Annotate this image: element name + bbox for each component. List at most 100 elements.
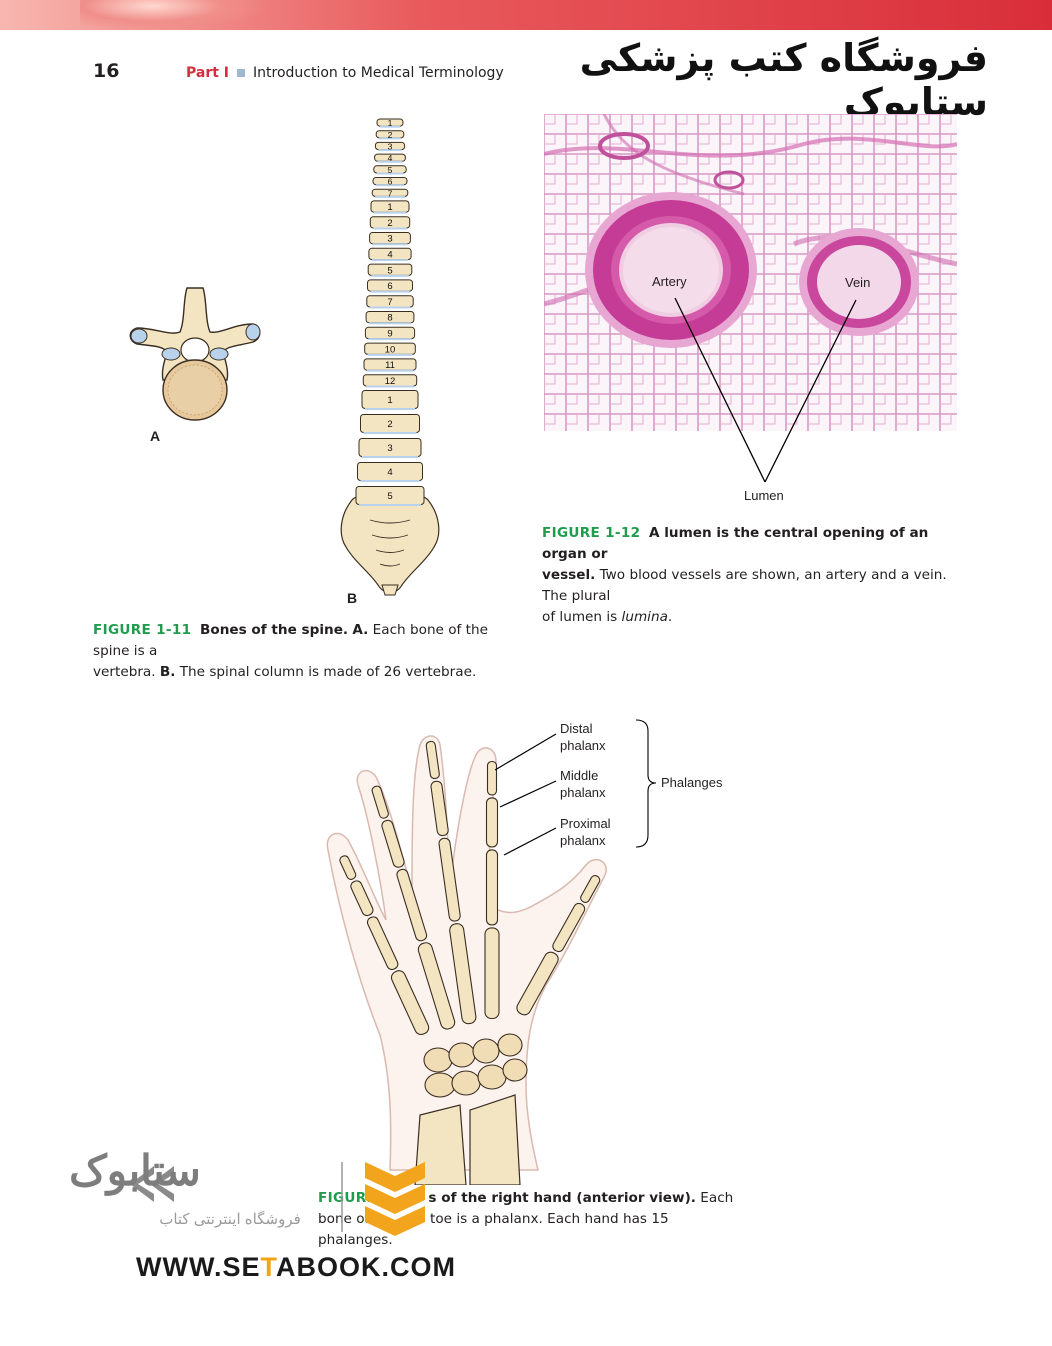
intervertebral-disc (363, 432, 417, 434)
proximal-phalanx-label: Proximal phalanx (560, 815, 611, 849)
vertebra-number: 1 (387, 202, 392, 213)
vertebra-number: 2 (387, 218, 392, 229)
label-line: Distal (560, 721, 593, 736)
intervertebral-disc (360, 480, 420, 482)
vertebra-number: 3 (387, 234, 392, 245)
figure-number: FIGURE (318, 1190, 377, 1206)
intervertebral-disc (373, 227, 407, 230)
vertebra-number: 5 (388, 165, 393, 175)
vertebra-number: 9 (387, 328, 392, 339)
phalanx-bone (366, 916, 399, 971)
lumen-leader-lines (674, 297, 857, 483)
part-label: Part I (186, 65, 230, 81)
intervertebral-disc (376, 184, 404, 187)
phalanx-bone (580, 875, 601, 903)
vertebra-number: 10 (385, 344, 396, 355)
label-b: B (347, 590, 358, 606)
vertebra-number: 4 (387, 249, 392, 260)
vertebra-number: 3 (388, 142, 393, 152)
vertebra-illustration (129, 287, 261, 421)
phalanx-bone (339, 855, 357, 880)
intervertebral-disc (374, 211, 406, 214)
vertebra-number: 6 (387, 281, 392, 292)
logo-brand: ستابوک (69, 1147, 201, 1194)
vertebra-number: 5 (387, 491, 392, 502)
phalanx-leader-lines (494, 719, 657, 856)
vertebra-number: 5 (387, 265, 392, 276)
figure-1-12-caption: FIGURE 1-12 A lumen is the central openi… (542, 523, 972, 628)
watermark-url: WWW.SETABOOK.COM (136, 1252, 456, 1283)
label-line: phalanx (560, 833, 606, 848)
top-banner (0, 0, 1052, 30)
figure-title: vessel. (542, 567, 596, 583)
caption-italic: lumina (621, 609, 668, 625)
intervertebral-disc (379, 137, 401, 140)
intervertebral-disc (369, 306, 411, 309)
vertebra-number: 3 (387, 443, 392, 454)
url-part: WWW.SE (136, 1252, 261, 1282)
phalanx-bone (396, 868, 428, 942)
page-number: 16 (93, 60, 120, 82)
section-title: Introduction to Medical Terminology (253, 65, 504, 81)
figure-title: A lumen is the central opening of an org… (542, 525, 929, 562)
intervertebral-disc (371, 274, 409, 277)
url-accent: T (260, 1252, 276, 1282)
phalanx-bone (425, 740, 440, 780)
caption-text: toe is a phalanx. Each hand has 15 phala… (318, 1211, 669, 1248)
figure-number: FIGURE 1-12 (542, 525, 641, 541)
vertebra-number: 2 (387, 419, 392, 430)
label-line: phalanx (560, 785, 606, 800)
intervertebral-disc (367, 369, 413, 372)
vein-label: Vein (845, 275, 871, 290)
phalanx-bone (485, 849, 499, 926)
phalanx-bone (371, 785, 389, 819)
metacarpal-bone (449, 923, 477, 1025)
phalanx-bone (485, 797, 499, 848)
figure-title: s of the right hand (anterior view). (428, 1190, 696, 1206)
caption-text: Each bone of the spine is a (93, 622, 488, 659)
logo-tagline: فروشگاه اینترنتی کتاب (159, 1211, 301, 1228)
caption-text: . (667, 609, 673, 625)
phalanx-bone (552, 902, 586, 953)
vertebra-number: 12 (385, 376, 396, 387)
running-head: Part I Introduction to Medical Terminolo… (186, 65, 504, 81)
store-title: فروشگاه کتب پزشکی ستابوک (579, 36, 988, 124)
intervertebral-disc (367, 353, 413, 356)
intervertebral-disc (366, 385, 414, 388)
label-line: Proximal (560, 816, 611, 831)
intervertebral-disc (365, 408, 415, 410)
label-line: Middle (560, 768, 599, 783)
caption-text: Each (695, 1190, 734, 1206)
caption-b-ref: B. (159, 664, 176, 680)
setabook-logo-icon (130, 1162, 425, 1236)
intervertebral-disc (378, 149, 402, 152)
figure-1-13-caption: FIGURE s of the right hand (anterior vie… (318, 1188, 738, 1251)
url-part: ABOOK.COM (275, 1252, 456, 1282)
intervertebral-disc (372, 243, 408, 246)
metacarpal-bone (390, 970, 430, 1036)
vertebra-number: 1 (388, 118, 393, 128)
figure-1-11-caption: FIGURE 1-11 Bones of the spine. A. Each … (93, 620, 513, 683)
vertebra-number: 11 (385, 360, 395, 371)
intervertebral-disc (371, 259, 409, 262)
metacarpal-bone (516, 951, 559, 1016)
square-bullet-icon (237, 69, 246, 77)
phalanx-bone (381, 819, 405, 868)
vertebra-number: 4 (387, 467, 392, 478)
intervertebral-disc (380, 125, 400, 128)
metacarpal-bone (417, 942, 456, 1030)
metacarpal-bone (484, 927, 500, 1020)
intervertebral-disc (362, 456, 418, 458)
caption-text: vertebra. (93, 664, 156, 680)
hand-skeleton-illustration (326, 735, 607, 1185)
artery-label: Artery (652, 274, 687, 289)
caption-text: of lumen is (542, 609, 622, 625)
intervertebral-disc (375, 195, 405, 198)
middle-phalanx-label: Middle phalanx (560, 767, 606, 801)
phalanges-label: Phalanges (661, 775, 723, 790)
intervertebral-disc (368, 338, 412, 341)
vertebra-number: 7 (387, 297, 392, 308)
vertebra-number: 6 (388, 177, 393, 187)
label-line: phalanx (560, 738, 606, 753)
caption-text: The spinal column is made of 26 vertebra… (175, 664, 477, 680)
